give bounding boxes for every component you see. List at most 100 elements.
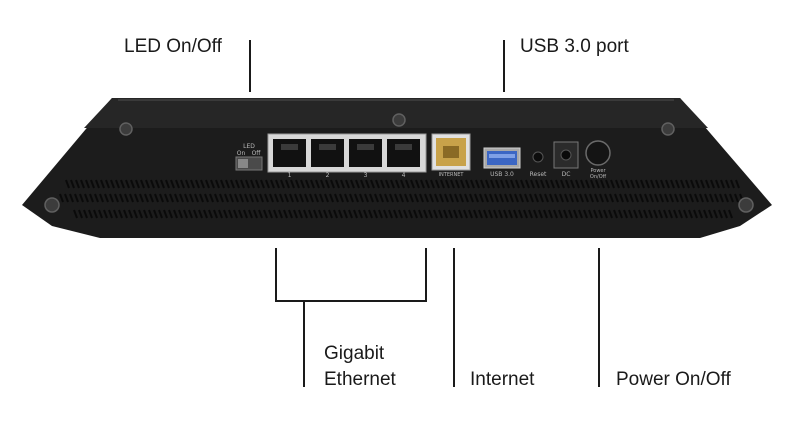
vent-slot [649, 193, 654, 203]
vent-slot [659, 193, 664, 203]
vent-slot [368, 209, 373, 219]
vent-slot [188, 209, 193, 219]
vent-slot [109, 193, 114, 203]
vent-slot [129, 193, 134, 203]
lan-port-latch [281, 144, 298, 150]
vent-slot [644, 193, 649, 203]
lan-port-number-label: 1 [288, 172, 292, 179]
lan-port-1 [273, 139, 306, 167]
vent-slot [723, 209, 728, 219]
vent-slot [460, 179, 465, 189]
vent-slot [688, 209, 693, 219]
vent-slot [434, 193, 439, 203]
vent-slot [583, 209, 588, 219]
vent-slot [305, 179, 310, 189]
vent-slot [584, 193, 589, 203]
vent-slot [254, 193, 259, 203]
vent-slot [698, 209, 703, 219]
vent-slot [349, 193, 354, 203]
vent-slot [463, 209, 468, 219]
vent-slot [375, 179, 380, 189]
vent-slot [298, 209, 303, 219]
vent-slot [494, 193, 499, 203]
vent-slot [143, 209, 148, 219]
vent-slot [214, 193, 219, 203]
vent-slot [490, 179, 495, 189]
vent-slot [215, 179, 220, 189]
vent-slot [365, 179, 370, 189]
vent-slot [93, 209, 98, 219]
vent-slot [418, 209, 423, 219]
vent-slot [263, 209, 268, 219]
vent-slot [275, 179, 280, 189]
vent-slot [505, 179, 510, 189]
vent-slot [518, 209, 523, 219]
vent-slot [513, 209, 518, 219]
vent-slot [450, 179, 455, 189]
lan-port-3 [349, 139, 382, 167]
vent-slot [80, 179, 85, 189]
vent-slot [620, 179, 625, 189]
vent-slot [290, 179, 295, 189]
internet-callout: Internet [470, 369, 535, 390]
vent-slot [429, 193, 434, 203]
vent-slot [64, 193, 69, 203]
vent-grille [59, 179, 744, 219]
power-label-line1: Power [590, 168, 606, 174]
vent-slot [728, 209, 733, 219]
vent-slot [65, 179, 70, 189]
vent-slot [398, 209, 403, 219]
vent-slot [464, 193, 469, 203]
vent-slot [235, 179, 240, 189]
vent-slot [538, 209, 543, 219]
vent-slot [575, 179, 580, 189]
vent-slot [445, 179, 450, 189]
vent-slot [85, 179, 90, 189]
vent-slot [79, 193, 84, 203]
vent-slot [199, 193, 204, 203]
vent-slot [525, 179, 530, 189]
vent-slot [724, 193, 729, 203]
vent-slot [220, 179, 225, 189]
vent-slot [344, 193, 349, 203]
vent-slot [74, 193, 79, 203]
vent-slot [75, 179, 80, 189]
vent-slot [100, 179, 105, 189]
lan-port-4 [387, 139, 420, 167]
gigabit-leader-line [303, 300, 305, 387]
usb-port-callout: USB 3.0 port [520, 36, 629, 57]
vent-slot [268, 209, 273, 219]
vent-slot [689, 193, 694, 203]
vent-slot [203, 209, 208, 219]
vent-slot [334, 193, 339, 203]
vent-slot [148, 209, 153, 219]
vent-slot [455, 179, 460, 189]
vent-slot [485, 179, 490, 189]
vent-slot [489, 193, 494, 203]
vent-slot [69, 193, 74, 203]
vent-slot [683, 209, 688, 219]
vent-slot [424, 193, 429, 203]
power-button-icon [585, 140, 611, 166]
vent-slot [259, 193, 264, 203]
vent-slot [183, 209, 188, 219]
vent-slot [638, 209, 643, 219]
vent-slot [388, 209, 393, 219]
vent-slot [283, 209, 288, 219]
dc-jack-pin-icon [560, 149, 572, 161]
vent-slot [713, 209, 718, 219]
vent-slot [124, 193, 129, 203]
vent-slot [540, 179, 545, 189]
vent-slot [90, 179, 95, 189]
vent-slot [140, 179, 145, 189]
usb-leader-line [503, 40, 505, 92]
vent-slot [185, 179, 190, 189]
vent-slot [729, 193, 734, 203]
vent-slot [634, 193, 639, 203]
vent-slot [250, 179, 255, 189]
vent-slot [448, 209, 453, 219]
vent-slot [94, 193, 99, 203]
vent-slot [324, 193, 329, 203]
vent-slot [555, 179, 560, 189]
vent-slot [510, 179, 515, 189]
